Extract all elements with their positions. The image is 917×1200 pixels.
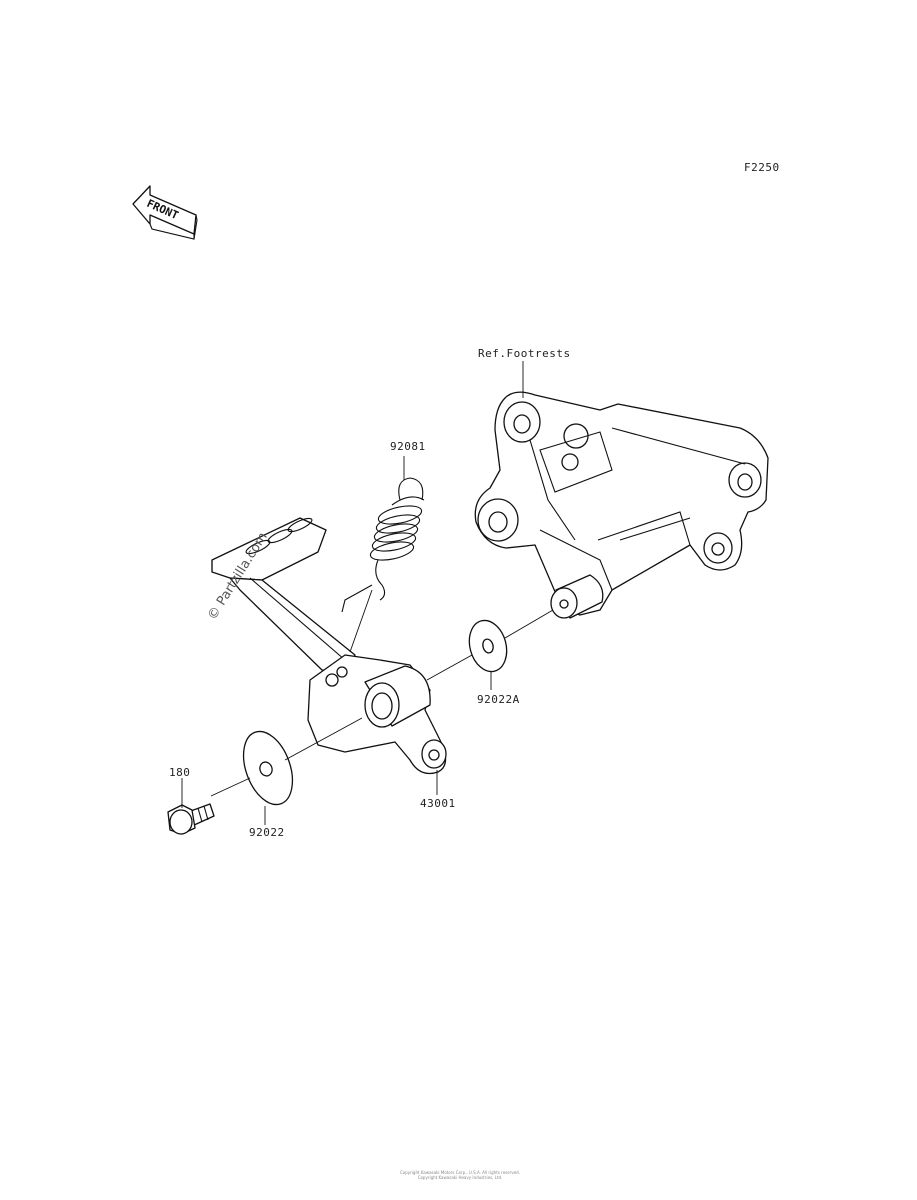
brake-pedal xyxy=(211,517,447,775)
label-92081[interactable]: 92081 xyxy=(390,440,426,453)
bolt-180 xyxy=(167,803,215,835)
footrest-bracket xyxy=(474,391,769,619)
label-92022[interactable]: 92022 xyxy=(249,826,285,839)
washer-92022 xyxy=(242,730,294,806)
label-180[interactable]: 180 xyxy=(169,766,191,779)
front-arrow-icon: FRONT xyxy=(132,185,198,240)
figure-code: F2250 xyxy=(744,161,780,174)
washer-92022a xyxy=(468,619,508,673)
copyright-footer: Copyright Kawasaki Motors Corp., U.S.A. … xyxy=(300,1170,620,1180)
label-92022a[interactable]: 92022A xyxy=(477,693,520,706)
label-ref-footrests[interactable]: Ref.Footrests xyxy=(478,347,571,360)
footer-line-1: Copyright Kawasaki Motors Corp., U.S.A. … xyxy=(400,1170,520,1175)
footer-line-2: Copyright Kawasaki Heavy Industries, Ltd… xyxy=(417,1175,503,1180)
return-spring xyxy=(341,477,425,613)
label-43001[interactable]: 43001 xyxy=(420,797,456,810)
